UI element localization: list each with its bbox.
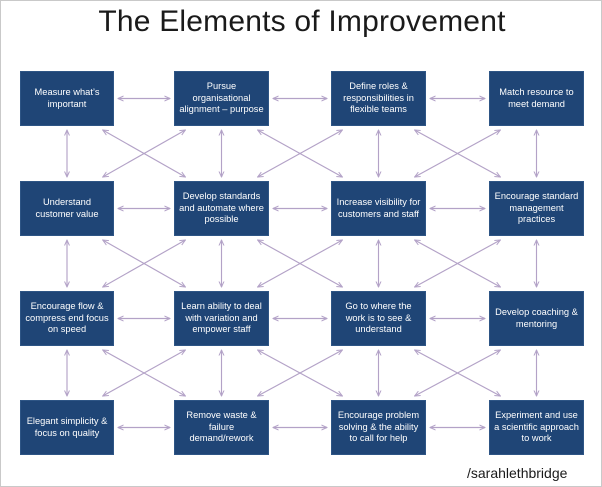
- node-label: Learn ability to deal with variation and…: [181, 301, 262, 335]
- node-label: Experiment and use a scientific approach…: [494, 410, 579, 444]
- node-label: Encourage flow & compress end focus on s…: [25, 301, 109, 335]
- node-r3c2[interactable]: Learn ability to deal with variation and…: [174, 291, 269, 346]
- node-r4c2[interactable]: Remove waste & failure demand/rework: [174, 400, 269, 455]
- node-label: Encourage problem solving & the ability …: [337, 410, 420, 444]
- node-label: Increase visibility for customers and st…: [336, 196, 421, 219]
- node-r4c4[interactable]: Experiment and use a scientific approach…: [489, 400, 584, 455]
- node-r3c1[interactable]: Encourage flow & compress end focus on s…: [20, 291, 114, 346]
- node-r1c1[interactable]: Measure what’s important: [20, 71, 114, 126]
- node-r2c1[interactable]: Understand customer value: [20, 181, 114, 236]
- node-r1c2[interactable]: Pursue organisational alignment – purpos…: [174, 71, 269, 126]
- node-label: Match resource to meet demand: [499, 86, 574, 109]
- node-r3c3[interactable]: Go to where the work is to see & underst…: [331, 291, 426, 346]
- page-title: The Elements of Improvement: [98, 5, 506, 38]
- node-label: Go to where the work is to see & underst…: [345, 301, 412, 335]
- node-r2c4[interactable]: Encourage standard management practices: [489, 181, 584, 236]
- node-label: Pursue organisational alignment – purpos…: [179, 81, 264, 115]
- author-signature: /sarahlethbridge: [467, 465, 568, 481]
- node-r2c2[interactable]: Develop standards and automate where pos…: [174, 181, 269, 236]
- node-r1c3[interactable]: Define roles & responsibilities in flexi…: [331, 71, 426, 126]
- node-r4c3[interactable]: Encourage problem solving & the ability …: [331, 400, 426, 455]
- node-label: Elegant simplicity & focus on quality: [26, 415, 108, 438]
- node-label: Measure what’s important: [34, 86, 100, 109]
- node-label: Develop standards and automate where pos…: [179, 191, 264, 225]
- node-label: Develop coaching & mentoring: [495, 306, 578, 329]
- node-r4c1[interactable]: Elegant simplicity & focus on quality: [20, 400, 114, 455]
- node-label: Remove waste & failure demand/rework: [186, 410, 257, 444]
- node-r2c3[interactable]: Increase visibility for customers and st…: [331, 181, 426, 236]
- node-label: Encourage standard management practices: [494, 191, 579, 225]
- node-r3c4[interactable]: Develop coaching & mentoring: [489, 291, 584, 346]
- node-r1c4[interactable]: Match resource to meet demand: [489, 71, 584, 126]
- node-label: Understand customer value: [35, 196, 99, 219]
- node-label: Define roles & responsibilities in flexi…: [343, 81, 414, 115]
